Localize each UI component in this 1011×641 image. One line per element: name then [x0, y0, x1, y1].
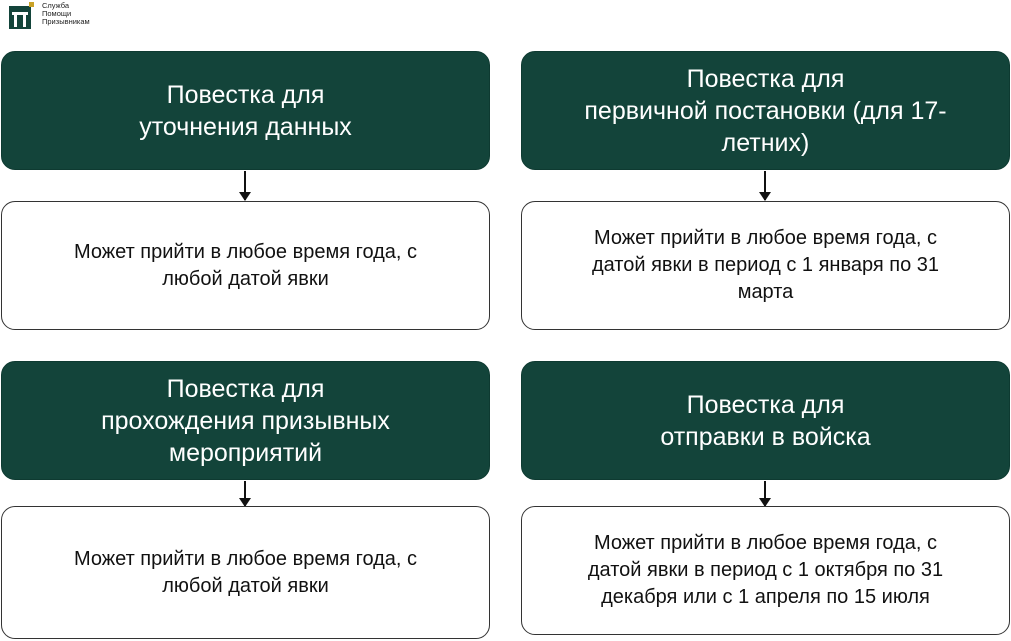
block-3-description: Может прийти в любое время года, с любой…	[73, 547, 418, 597]
block-4-header: Повестка для отправки в войска	[521, 361, 1010, 480]
block-3-title: Повестка для прохождения призывных мероп…	[101, 374, 390, 467]
block-3-arrow	[239, 481, 251, 507]
block-3-header: Повестка для прохождения призывных мероп…	[1, 361, 490, 480]
logo: Служба Помощи Призывникам	[8, 2, 90, 30]
logo-line-2: Помощи	[42, 9, 72, 18]
logo-text: Служба Помощи Призывникам	[42, 2, 90, 26]
block-2-title: Повестка для первичной постановки (для 1…	[584, 64, 947, 157]
block-1-description-box: Может прийти в любое время года, с любой…	[1, 201, 490, 330]
logo-icon	[8, 2, 34, 30]
block-3-description-box: Может прийти в любое время года, с любой…	[1, 506, 490, 639]
logo-line-3: Призывникам	[42, 17, 90, 26]
block-4-title: Повестка для отправки в войска	[660, 390, 871, 451]
block-4-description-box: Может прийти в любое время года, с датой…	[521, 506, 1010, 635]
block-2-description: Может прийти в любое время года, с датой…	[591, 227, 940, 303]
block-2-header: Повестка для первичной постановки (для 1…	[521, 51, 1010, 170]
block-1-title: Повестка для уточнения данных	[139, 80, 352, 141]
block-2-arrow	[759, 171, 771, 201]
logo-line-1: Служба	[42, 1, 70, 10]
block-1-arrow	[239, 171, 251, 201]
block-4-arrow	[759, 481, 771, 507]
block-1-header: Повестка для уточнения данных	[1, 51, 490, 170]
block-2-description-box: Может прийти в любое время года, с датой…	[521, 201, 1010, 330]
block-4-description: Может прийти в любое время года, с датой…	[587, 532, 944, 608]
block-1-description: Может прийти в любое время года, с любой…	[73, 240, 418, 290]
